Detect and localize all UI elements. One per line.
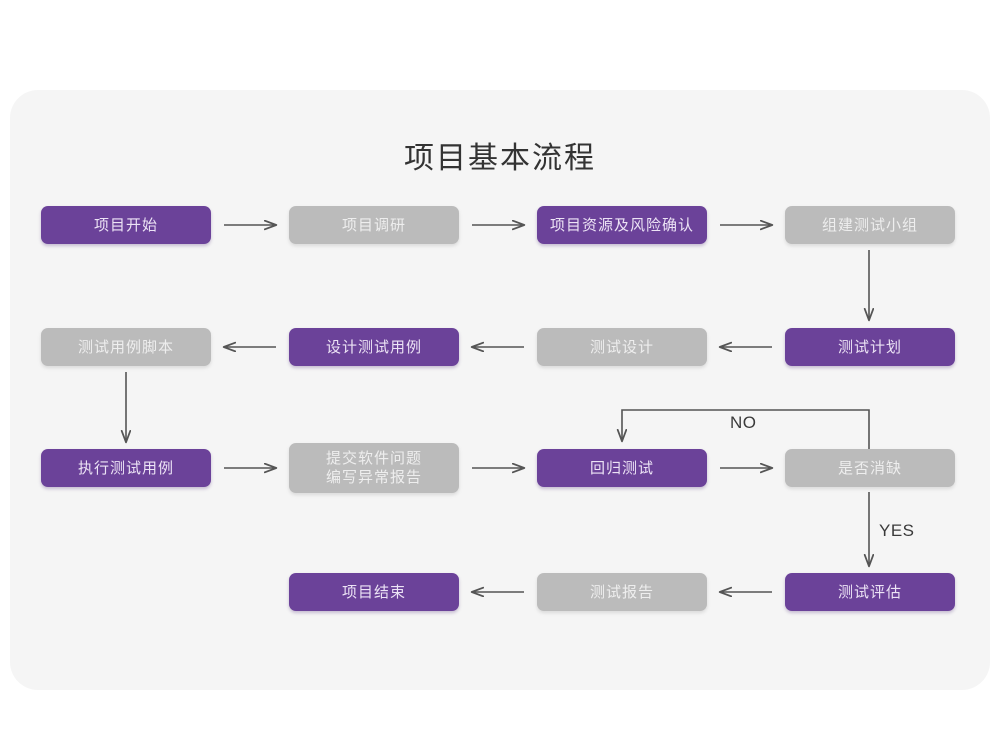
node-build-test-team[interactable]: 组建测试小组 <box>785 206 955 244</box>
node-execute-test-case[interactable]: 执行测试用例 <box>41 449 211 487</box>
node-label: 项目资源及风险确认 <box>549 216 694 234</box>
node-label: 执行测试用例 <box>77 459 174 477</box>
node-design-test-case[interactable]: 设计测试用例 <box>289 328 459 366</box>
node-project-end[interactable]: 项目结束 <box>289 573 459 611</box>
node-resource-risk-confirm[interactable]: 项目资源及风险确认 <box>537 206 707 244</box>
node-label: 项目调研 <box>341 216 406 234</box>
node-label: 是否消缺 <box>837 459 902 477</box>
node-test-plan[interactable]: 测试计划 <box>785 328 955 366</box>
node-label: 测试设计 <box>589 338 654 356</box>
node-test-case-script[interactable]: 测试用例脚本 <box>41 328 211 366</box>
node-test-design[interactable]: 测试设计 <box>537 328 707 366</box>
node-label: 测试用例脚本 <box>77 338 174 356</box>
node-label: 项目结束 <box>341 583 406 601</box>
node-label: 项目开始 <box>93 216 158 234</box>
node-label: 回归测试 <box>589 459 654 477</box>
node-label: 组建测试小组 <box>821 216 918 234</box>
node-defect-cleared-decision[interactable]: 是否消缺 <box>785 449 955 487</box>
node-test-evaluation[interactable]: 测试评估 <box>785 573 955 611</box>
node-label: 提交软件问题 编写异常报告 <box>325 450 422 486</box>
node-submit-defect-report[interactable]: 提交软件问题 编写异常报告 <box>289 443 459 493</box>
edge-label-no: NO <box>730 413 757 432</box>
node-test-report[interactable]: 测试报告 <box>537 573 707 611</box>
page-title: 项目基本流程 <box>404 142 596 175</box>
edge-label-yes: YES <box>879 521 915 540</box>
node-project-research[interactable]: 项目调研 <box>289 206 459 244</box>
node-regression-test[interactable]: 回归测试 <box>537 449 707 487</box>
node-label: 测试报告 <box>589 583 654 601</box>
node-label: 测试评估 <box>837 583 902 601</box>
node-label: 设计测试用例 <box>325 338 422 356</box>
node-label: 测试计划 <box>837 338 902 356</box>
node-project-start[interactable]: 项目开始 <box>41 206 211 244</box>
